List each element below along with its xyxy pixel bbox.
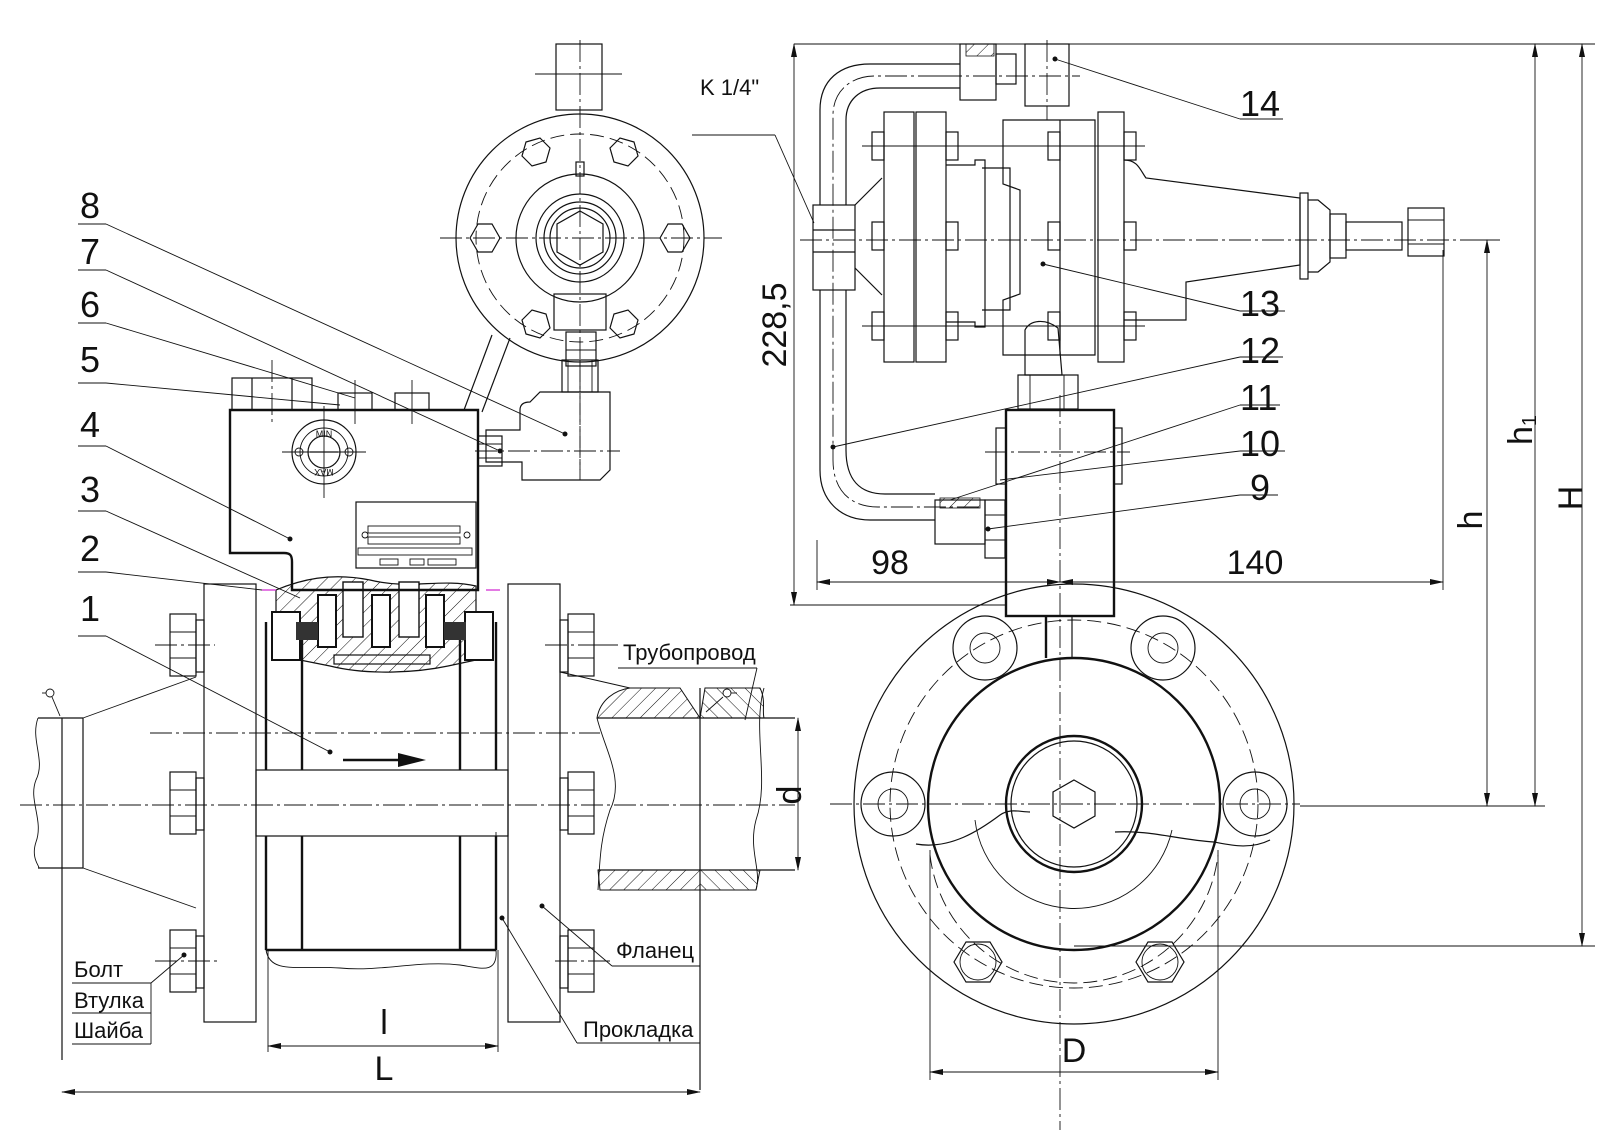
- nameplate: [355, 501, 477, 569]
- flange-front-view: [830, 583, 1300, 1025]
- dial-min-label: MIN: [316, 429, 333, 439]
- flow-direction-arrow: [327, 749, 426, 767]
- dim-l-label: l: [380, 1004, 388, 1042]
- flange-holes: [860, 615, 1288, 983]
- callout-12: 12: [1240, 330, 1280, 371]
- right-flange: [507, 583, 561, 1023]
- callout-14: 14: [1240, 83, 1280, 124]
- downstream-pipe: [559, 671, 795, 1090]
- label-gasket: Прокладка: [583, 1017, 694, 1042]
- label-bolt: Болт: [74, 957, 123, 982]
- callouts-right: 14 13 12 11 10 9 K 1/4": [692, 58, 1285, 530]
- dial-max-label: MAX: [314, 467, 334, 477]
- meter-body: [264, 622, 498, 970]
- upstream-pipe: [33, 676, 197, 1060]
- left-front-view: MIN MAX: [20, 40, 795, 1090]
- callout-9: 9: [1250, 467, 1270, 508]
- callout-2: 2: [80, 528, 100, 569]
- dimensions: l L d D 228,5 98 140 h h1: [61, 43, 1595, 1095]
- transmitter-head: MIN MAX: [228, 360, 480, 592]
- callout-4: 4: [80, 404, 100, 445]
- dim-L-label: L: [375, 1050, 394, 1088]
- callout-11: 11: [1240, 377, 1277, 418]
- dim-h1-label: h1: [1502, 415, 1541, 445]
- callout-3: 3: [80, 469, 100, 510]
- adjustment-dial[interactable]: MIN MAX: [282, 406, 366, 498]
- callout-13: 13: [1240, 283, 1280, 324]
- right-bolts: [545, 613, 612, 993]
- regulator-flange-view: [440, 40, 722, 470]
- left-bolts: [155, 613, 220, 993]
- label-washer: Шайба: [74, 1018, 144, 1043]
- elbow-fitting: [463, 334, 620, 481]
- label-flange: Фланец: [616, 938, 694, 963]
- regulator-body: [862, 111, 1445, 410]
- dim-H-label: H: [1552, 486, 1590, 511]
- fastener-label-table: Болт Втулка Шайба: [72, 952, 187, 1045]
- left-flange: [203, 583, 257, 1023]
- callout-6: 6: [80, 284, 100, 325]
- dim-d-label: d: [771, 786, 809, 805]
- right-side-view: [800, 40, 1460, 1130]
- callout-10: 10: [1240, 423, 1280, 464]
- callout-5: 5: [80, 339, 100, 380]
- transmitter-side-block: [934, 395, 1130, 1130]
- callout-7: 7: [80, 231, 100, 272]
- dim-140-label: 140: [1227, 544, 1284, 582]
- impulse-tube: [819, 63, 980, 521]
- dim-h-label: h: [1452, 511, 1490, 530]
- label-bushing: Втулка: [74, 988, 145, 1013]
- thread-label: K 1/4": [700, 75, 759, 100]
- dim-228-label: 228,5: [756, 282, 794, 367]
- stud-bar: [255, 769, 509, 837]
- part-labels: Трубопровод Фланец Прокладка Болт Втулка…: [72, 640, 758, 1045]
- dim-D-label: D: [1062, 1032, 1087, 1070]
- label-pipeline: Трубопровод: [623, 640, 756, 665]
- sensor-section: [262, 576, 500, 673]
- k-port: [812, 177, 883, 296]
- dim-98-label: 98: [871, 544, 909, 582]
- body-bolts: [862, 131, 1145, 341]
- callout-1: 1: [80, 588, 100, 629]
- callouts-left: 8 7 6 5 4 3 2 1: [78, 185, 566, 753]
- top-fitting: [940, 40, 1080, 120]
- callout-8: 8: [80, 185, 100, 226]
